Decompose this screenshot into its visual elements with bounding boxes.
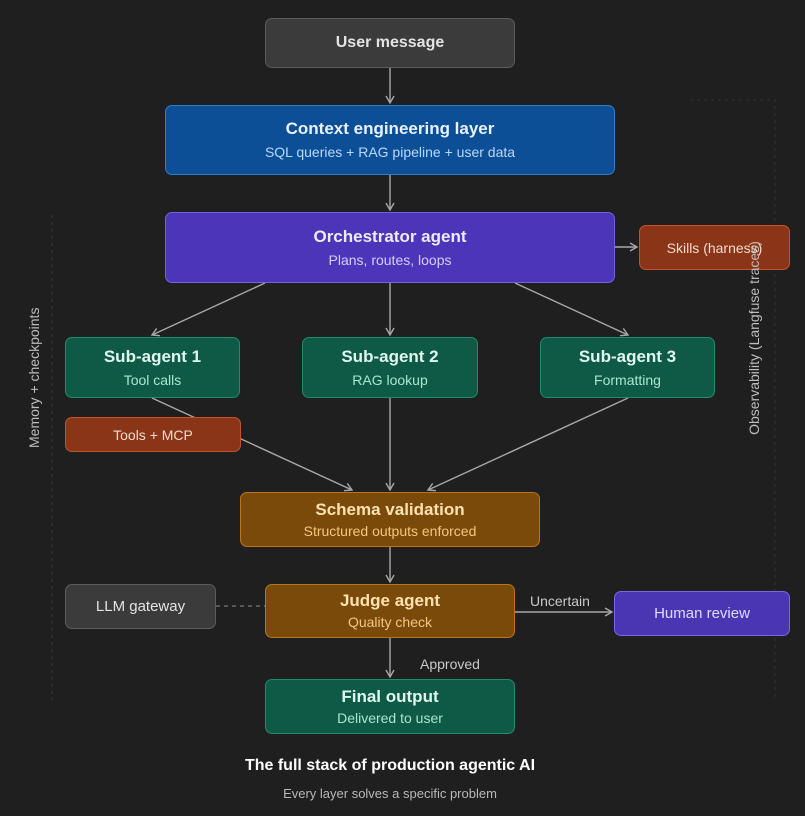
arrow-sub3-to-schema [426,397,629,492]
llm-gateway-title: LLM gateway [95,597,186,615]
schema-validation-node: Schema validation Structured outputs enf… [240,492,540,547]
judge-agent-title: Judge agent [339,591,441,610]
edge-label-approved: Approved [420,656,480,672]
sub-agent-3-node: Sub-agent 3 Formatting [540,337,715,398]
sub-agent-3-subtitle: Formatting [594,371,661,388]
skills-title: Skills (harness) [666,239,763,256]
sub-agent-1-title: Sub-agent 1 [103,346,202,366]
orchestrator-title: Orchestrator agent [313,226,467,246]
llm-gateway-node: LLM gateway [65,584,216,629]
final-output-title: Final output [341,686,439,706]
sub-agent-1-node: Sub-agent 1 Tool calls [65,337,240,398]
context-engineering-title: Context engineering layer [285,119,495,138]
edge-label-uncertain: Uncertain [530,593,590,609]
tools-mcp-title: Tools + MCP [113,426,193,443]
caption-subtitle: Every layer solves a specific problem [283,786,497,801]
arrow-orchestrator-to-sub1 [150,282,266,337]
sub-agent-2-subtitle: RAG lookup [352,371,428,388]
final-output-node: Final output Delivered to user [265,679,515,734]
observability-label: Observability (Langfuse traces) [746,241,762,435]
human-review-title: Human review [654,604,750,622]
context-engineering-node: Context engineering layer SQL queries + … [165,105,615,175]
orchestrator-node: Orchestrator agent Plans, routes, loops [165,212,615,283]
schema-validation-subtitle: Structured outputs enforced [303,522,477,539]
human-review-node: Human review [614,591,790,636]
user-message-node: User message [265,18,515,68]
tools-mcp-node: Tools + MCP [65,417,241,452]
sub-agent-3-title: Sub-agent 3 [578,346,677,366]
skills-node: Skills (harness) [639,225,790,270]
sub-agent-1-subtitle: Tool calls [123,371,182,388]
sub-agent-2-title: Sub-agent 2 [341,346,439,366]
judge-agent-subtitle: Quality check [347,614,433,630]
arrow-orchestrator-to-sub3 [514,282,630,337]
context-engineering-subtitle: SQL queries + RAG pipeline + user data [264,144,516,160]
final-output-subtitle: Delivered to user [337,709,443,726]
orchestrator-subtitle: Plans, routes, loops [328,251,452,268]
user-message-title: User message [335,34,445,51]
observability-bracket [690,99,776,700]
judge-agent-node: Judge agent Quality check [265,584,515,638]
arrow-sub1-to-schema [151,397,354,492]
schema-validation-title: Schema validation [315,499,465,519]
memory-checkpoints-label: Memory + checkpoints [26,307,42,448]
caption-title: The full stack of production agentic AI [244,757,536,774]
sub-agent-2-node: Sub-agent 2 RAG lookup [302,337,478,398]
